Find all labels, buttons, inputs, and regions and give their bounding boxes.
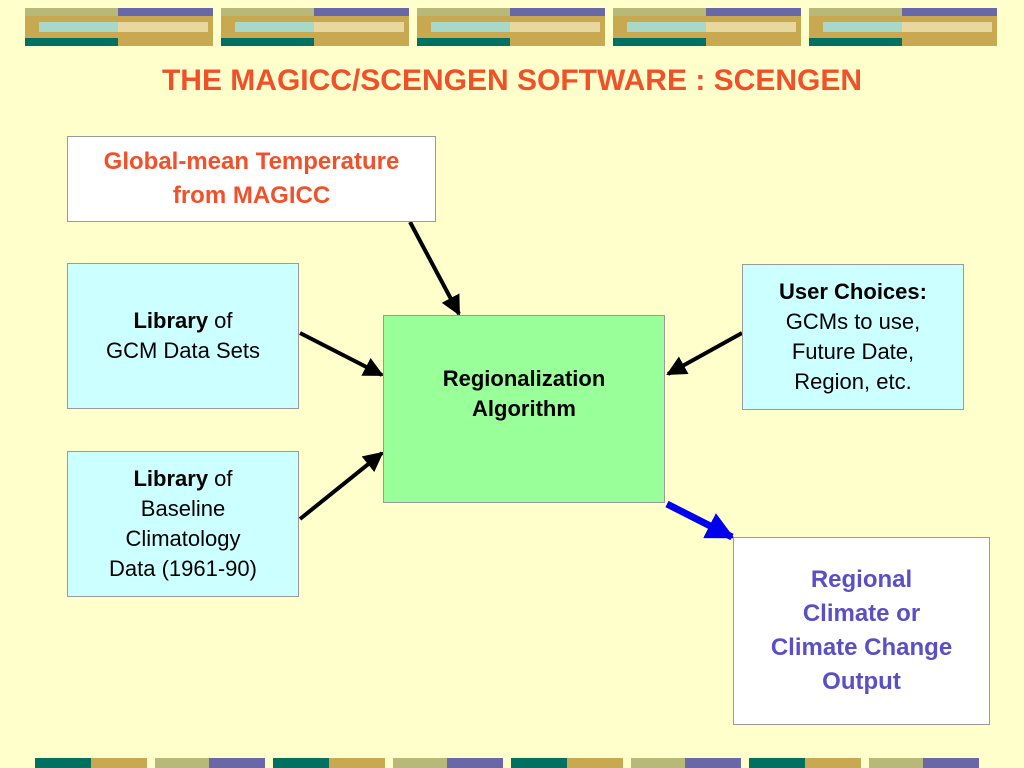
decor-block bbox=[221, 8, 409, 46]
decor-segment bbox=[273, 758, 329, 768]
decor-segment bbox=[869, 758, 923, 768]
arrow-global-to-algorithm bbox=[408, 221, 461, 316]
library-gcm-bold: Library bbox=[133, 308, 209, 333]
user-choices-line-4: Region, etc. bbox=[794, 369, 912, 394]
decor-segment bbox=[805, 758, 861, 768]
arrow-library-gcm-to-algorithm bbox=[299, 331, 384, 377]
library-gcm-line-2: GCM Data Sets bbox=[105, 338, 261, 363]
regional-climate-output-box: Regional Climate or Climate Change Outpu… bbox=[733, 537, 990, 725]
decor-block bbox=[613, 8, 801, 46]
library-baseline-line-3: Climatology bbox=[125, 526, 241, 551]
output-line-4: Output bbox=[822, 668, 901, 695]
library-baseline-of: of bbox=[208, 466, 233, 491]
decor-segment bbox=[567, 758, 623, 768]
decor-segment bbox=[209, 758, 265, 768]
decor-segment bbox=[749, 758, 805, 768]
decor-segment bbox=[155, 758, 209, 768]
regionalization-algorithm-box: Regionalization Algorithm bbox=[383, 315, 665, 503]
decor-segment bbox=[329, 758, 385, 768]
decor-segment bbox=[511, 758, 567, 768]
library-baseline-bold: Library bbox=[133, 466, 209, 491]
decor-block bbox=[417, 8, 605, 46]
library-gcm-line-1: Library of bbox=[133, 306, 232, 336]
decor-segment bbox=[447, 758, 503, 768]
user-choices-box: User Choices: GCMs to use, Future Date, … bbox=[742, 264, 964, 410]
decor-segment bbox=[91, 758, 147, 768]
arrow-algorithm-to-output bbox=[665, 500, 735, 541]
global-mean-temperature-box: Global-mean Temperature from MAGICC bbox=[67, 136, 436, 222]
library-baseline-line-4: Data (1961-90) bbox=[109, 556, 257, 581]
user-choices-line-2: GCMs to use, bbox=[785, 309, 921, 334]
decor-segment bbox=[685, 758, 741, 768]
slide-title: THE MAGICC/SCENGEN SOFTWARE : SCENGEN bbox=[161, 64, 863, 97]
decor-segment bbox=[923, 758, 979, 768]
library-gcm-data-sets-box: Library of GCM Data Sets bbox=[67, 263, 299, 409]
user-choices-line-3: Future Date, bbox=[791, 339, 915, 364]
output-line-2: Climate or bbox=[802, 600, 921, 627]
algorithm-line-1: Regionalization bbox=[442, 366, 606, 391]
global-line-1: Global-mean Temperature bbox=[103, 148, 400, 175]
output-line-1: Regional bbox=[810, 566, 913, 593]
library-gcm-of: of bbox=[208, 308, 233, 333]
arrow-library-baseline-to-algorithm bbox=[298, 451, 384, 521]
user-choices-heading: User Choices: bbox=[779, 279, 927, 304]
global-line-2: from MAGICC bbox=[172, 182, 331, 209]
decor-block bbox=[809, 8, 997, 46]
library-baseline-line-1: Library of bbox=[133, 464, 232, 494]
library-baseline-climatology-box: Library of Baseline Climatology Data (19… bbox=[67, 451, 299, 597]
decor-segment bbox=[393, 758, 447, 768]
algorithm-line-2: Algorithm bbox=[472, 396, 576, 421]
decor-segment bbox=[35, 758, 91, 768]
library-baseline-line-2: Baseline bbox=[140, 496, 226, 521]
output-line-3: Climate Change bbox=[770, 634, 953, 661]
arrow-user-choices-to-algorithm bbox=[666, 331, 743, 376]
decor-block bbox=[25, 8, 213, 46]
decor-segment bbox=[631, 758, 685, 768]
